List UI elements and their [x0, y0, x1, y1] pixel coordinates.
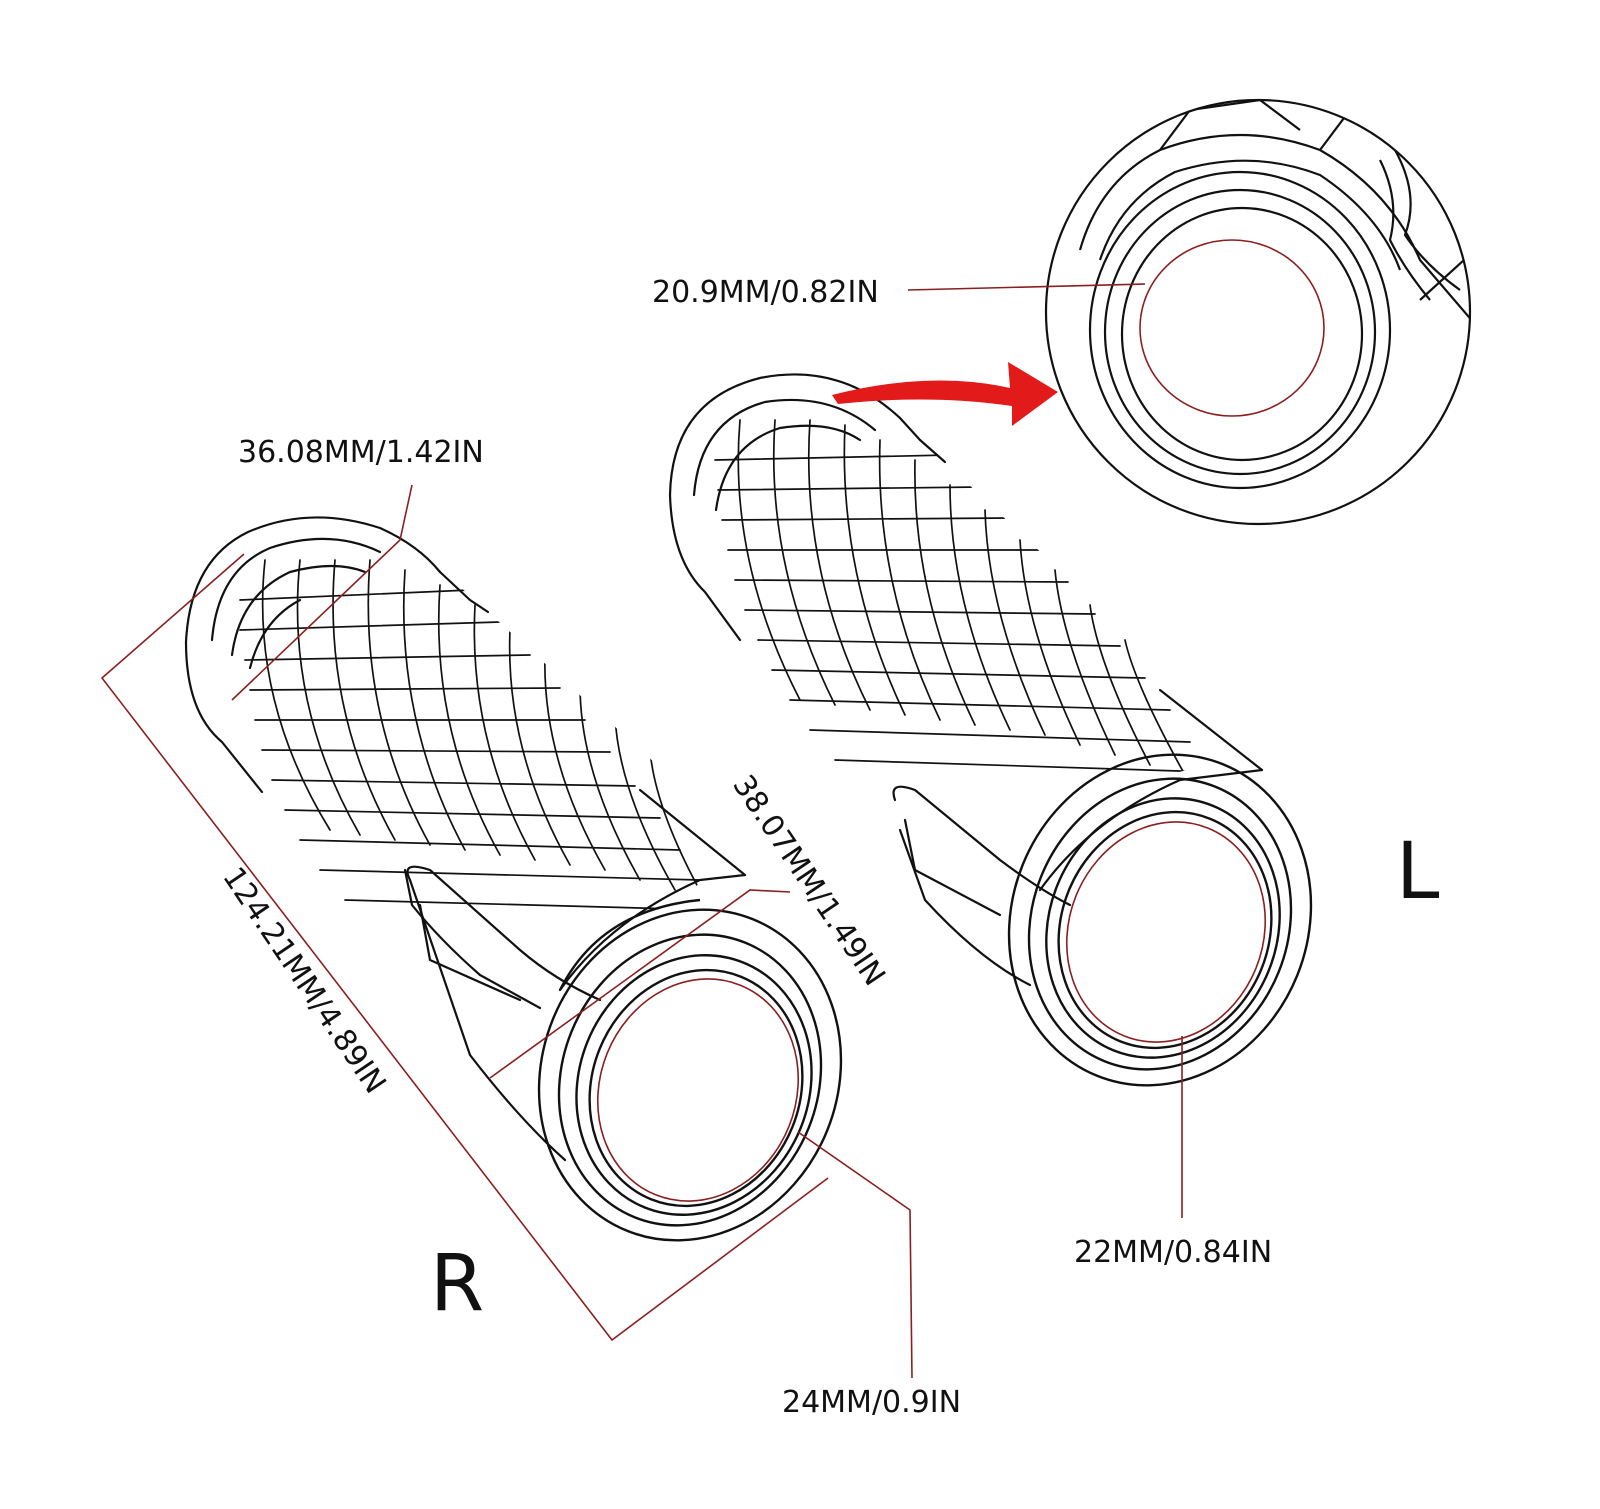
left-grip-inner-bore [1065, 821, 1267, 1043]
label-left-bore: 22MM/0.84IN [1074, 1235, 1272, 1270]
left-grip-texture [714, 419, 1211, 776]
label-right-bore: 24MM/0.9IN [782, 1385, 961, 1420]
dimension-lines [100, 283, 1183, 1379]
label-total-length: 124.21MM/4.89IN [215, 861, 392, 1100]
label-left-grip: L [1396, 827, 1440, 917]
right-grip-inner-bore [596, 978, 800, 1202]
right-grip-left-edge [184, 640, 264, 794]
right-grip-top-edge [638, 788, 747, 877]
right-grip-top-end [184, 516, 442, 644]
right-grip-drawing [184, 516, 747, 1162]
dim-line-total-length [100, 553, 829, 1342]
left-grip-bottom-edge [898, 828, 1032, 987]
magnify-arrow [832, 362, 1058, 426]
label-right-grip: R [430, 1239, 484, 1329]
detail-magnifier [1044, 98, 1472, 526]
left-grip-left-edge [668, 493, 742, 642]
label-top-end-diameter: 36.08MM/1.42IN [238, 435, 484, 470]
right-grip-bottom-end [537, 898, 843, 1242]
dim-line-outer-diameter [489, 889, 791, 1079]
detail-circle-frame [1044, 98, 1472, 526]
dim-line-right-bore [797, 1131, 913, 1379]
left-grip-bottom-end [1007, 753, 1313, 1087]
detail-inner-bore [1139, 239, 1325, 417]
label-outer-diameter: 38.07MM/1.49IN [725, 769, 891, 992]
left-grip-drawing [668, 373, 1264, 987]
dim-line-detail-bore [907, 283, 1146, 291]
right-grip-bottom-edge [408, 878, 567, 1162]
left-grip-top-edge [1158, 688, 1264, 772]
label-detail-bore: 20.9MM/0.82IN [652, 275, 879, 310]
right-grip-texture [239, 559, 716, 911]
dim-line-top-end [231, 484, 413, 701]
